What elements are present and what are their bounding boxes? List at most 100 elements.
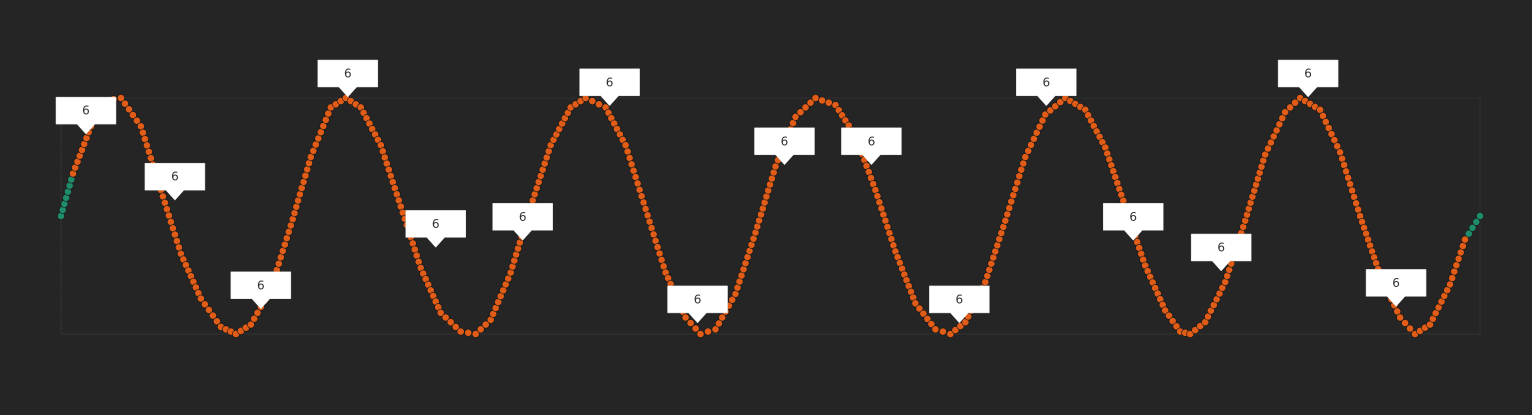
- data-point: [1161, 306, 1170, 315]
- data-label: 6: [929, 285, 990, 324]
- data-point: [1454, 254, 1463, 263]
- data-point: [208, 311, 217, 320]
- data-point: [128, 111, 137, 119]
- data-point: [639, 198, 648, 207]
- data-point: [1051, 102, 1060, 111]
- data-label: 6: [405, 210, 466, 248]
- data-label-box: [144, 162, 206, 201]
- data-point: [456, 327, 465, 336]
- data-label: 6: [1102, 203, 1164, 241]
- data-point: [1056, 98, 1065, 106]
- data-point: [1396, 313, 1404, 322]
- data-point: [625, 153, 634, 162]
- data-point: [1459, 242, 1467, 250]
- data-point: [125, 105, 133, 114]
- data-point: [436, 308, 445, 317]
- data-label-text: 6: [519, 210, 527, 224]
- data-point: [647, 224, 656, 232]
- data-label: 6: [55, 96, 117, 135]
- data-point: [641, 204, 650, 213]
- data-point: [253, 308, 262, 317]
- data-point: [811, 94, 820, 102]
- data-point: [1346, 180, 1354, 188]
- data-point: [633, 179, 642, 188]
- data-label-text: 6: [1217, 241, 1225, 255]
- data-point: [635, 185, 644, 194]
- data-point: [1041, 110, 1050, 119]
- data-point: [728, 295, 737, 304]
- data-point: [246, 320, 255, 329]
- data-point: [621, 141, 630, 150]
- data-point: [1001, 216, 1010, 225]
- data-point: [250, 314, 259, 323]
- data-label: 6: [492, 203, 553, 241]
- data-label-box: [579, 68, 640, 107]
- data-point: [121, 99, 129, 108]
- data-point: [144, 147, 153, 156]
- data-point: [588, 97, 597, 105]
- data-point: [174, 243, 183, 252]
- data-point: [627, 160, 636, 169]
- data-point: [1450, 267, 1459, 276]
- data-point: [1350, 192, 1358, 201]
- data-label: 6: [1016, 68, 1077, 107]
- data-label-text: 6: [344, 67, 352, 81]
- data-point: [1406, 324, 1414, 333]
- data-label-text: 6: [82, 104, 90, 118]
- data-label: 6: [754, 127, 815, 166]
- data-label-text: 6: [868, 134, 876, 148]
- data-point: [651, 236, 660, 245]
- data-point: [801, 103, 810, 112]
- data-point: [691, 324, 700, 333]
- data-point: [1168, 317, 1177, 325]
- data-label-box: [1016, 68, 1077, 107]
- data-point: [1165, 311, 1173, 320]
- data-point: [1013, 178, 1022, 187]
- data-point: [142, 141, 151, 150]
- data-label-box: [1277, 59, 1339, 98]
- data-point: [643, 211, 652, 220]
- data-point: [1448, 274, 1457, 282]
- data-point: [274, 259, 283, 268]
- data-label-text: 6: [781, 134, 789, 148]
- data-point: [204, 305, 213, 314]
- data-point: [1286, 103, 1294, 112]
- data-point: [818, 96, 826, 105]
- data-point: [923, 314, 932, 323]
- data-label-box: [492, 203, 553, 241]
- data-point: [629, 166, 638, 175]
- data-label-box: [1190, 233, 1252, 272]
- data-label: 6: [841, 127, 902, 166]
- data-label: 6: [1190, 233, 1252, 272]
- data-point: [471, 330, 480, 338]
- data-point: [1354, 205, 1362, 214]
- data-point: [441, 313, 450, 322]
- data-point: [1340, 161, 1348, 169]
- data-point: [681, 313, 690, 322]
- data-point: [280, 240, 289, 249]
- data-point: [136, 122, 145, 131]
- data-point: [1468, 223, 1477, 232]
- data-point: [284, 227, 293, 236]
- data-point: [919, 309, 928, 318]
- data-point: [1019, 159, 1028, 168]
- data-point: [1015, 172, 1024, 180]
- data-point: [1046, 106, 1055, 115]
- data-point: [196, 294, 205, 303]
- data-label-box: [929, 285, 990, 324]
- data-point: [649, 230, 658, 239]
- data-point: [791, 113, 800, 121]
- data-point: [1007, 197, 1016, 206]
- data-label: 6: [1365, 269, 1427, 307]
- data-label: 6: [579, 68, 640, 107]
- data-point: [1281, 108, 1289, 117]
- data-point: [657, 255, 666, 264]
- data-point: [138, 128, 147, 137]
- data-point: [715, 319, 723, 328]
- data-point: [170, 230, 179, 239]
- data-point: [1005, 204, 1014, 212]
- data-point: [718, 313, 727, 322]
- data-label: 6: [230, 271, 292, 310]
- data-point: [824, 98, 833, 107]
